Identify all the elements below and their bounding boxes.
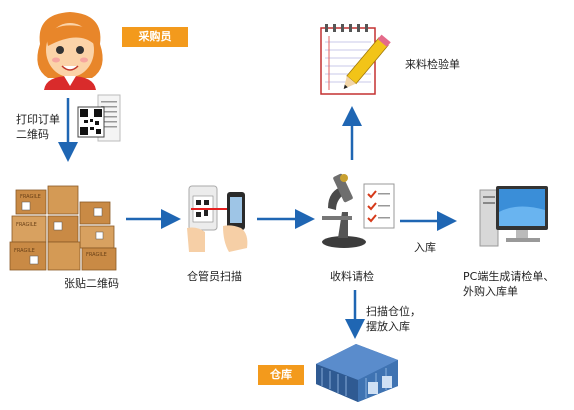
clipboard-pencil-icon: [320, 24, 391, 95]
keeper-scan-label: 仓管员扫描: [187, 270, 242, 283]
print-order-qr-label-2: 二维码: [16, 128, 49, 141]
scan-location-label-1: 扫描仓位，: [366, 305, 421, 318]
buyer-badge: 采购员: [122, 27, 188, 47]
pc-monitor-icon: [479, 186, 548, 247]
qr-code-icon: [77, 94, 121, 142]
boxes-icon: FRAGILE FRAGILE FRAGILE FRAGILE: [9, 185, 117, 271]
inspection-sheet-label: 来料检验单: [405, 58, 460, 71]
svg-text:FRAGILE: FRAGILE: [14, 248, 35, 254]
microscope-icon: [322, 173, 395, 248]
svg-text:FRAGILE: FRAGILE: [16, 222, 37, 228]
phone-scan-icon: [187, 185, 248, 252]
svg-text:FRAGILE: FRAGILE: [20, 194, 41, 200]
pc-generate-label-1: PC端生成请检单、: [463, 270, 555, 283]
store-in-label: 入库: [414, 241, 436, 254]
svg-text:FRAGILE: FRAGILE: [86, 252, 107, 258]
scan-location-label-2: 摆放入库: [366, 320, 410, 333]
warehouse-badge: 仓库: [258, 365, 304, 385]
attach-qr-label: 张贴二维码: [64, 277, 119, 290]
pc-generate-label-2: 外购入库单: [463, 285, 518, 298]
receive-inspect-label: 收料请检: [330, 270, 374, 283]
buyer-avatar-icon: [37, 12, 103, 90]
print-order-qr-label-1: 打印订单: [16, 113, 60, 126]
warehouse-icon: [316, 344, 398, 402]
